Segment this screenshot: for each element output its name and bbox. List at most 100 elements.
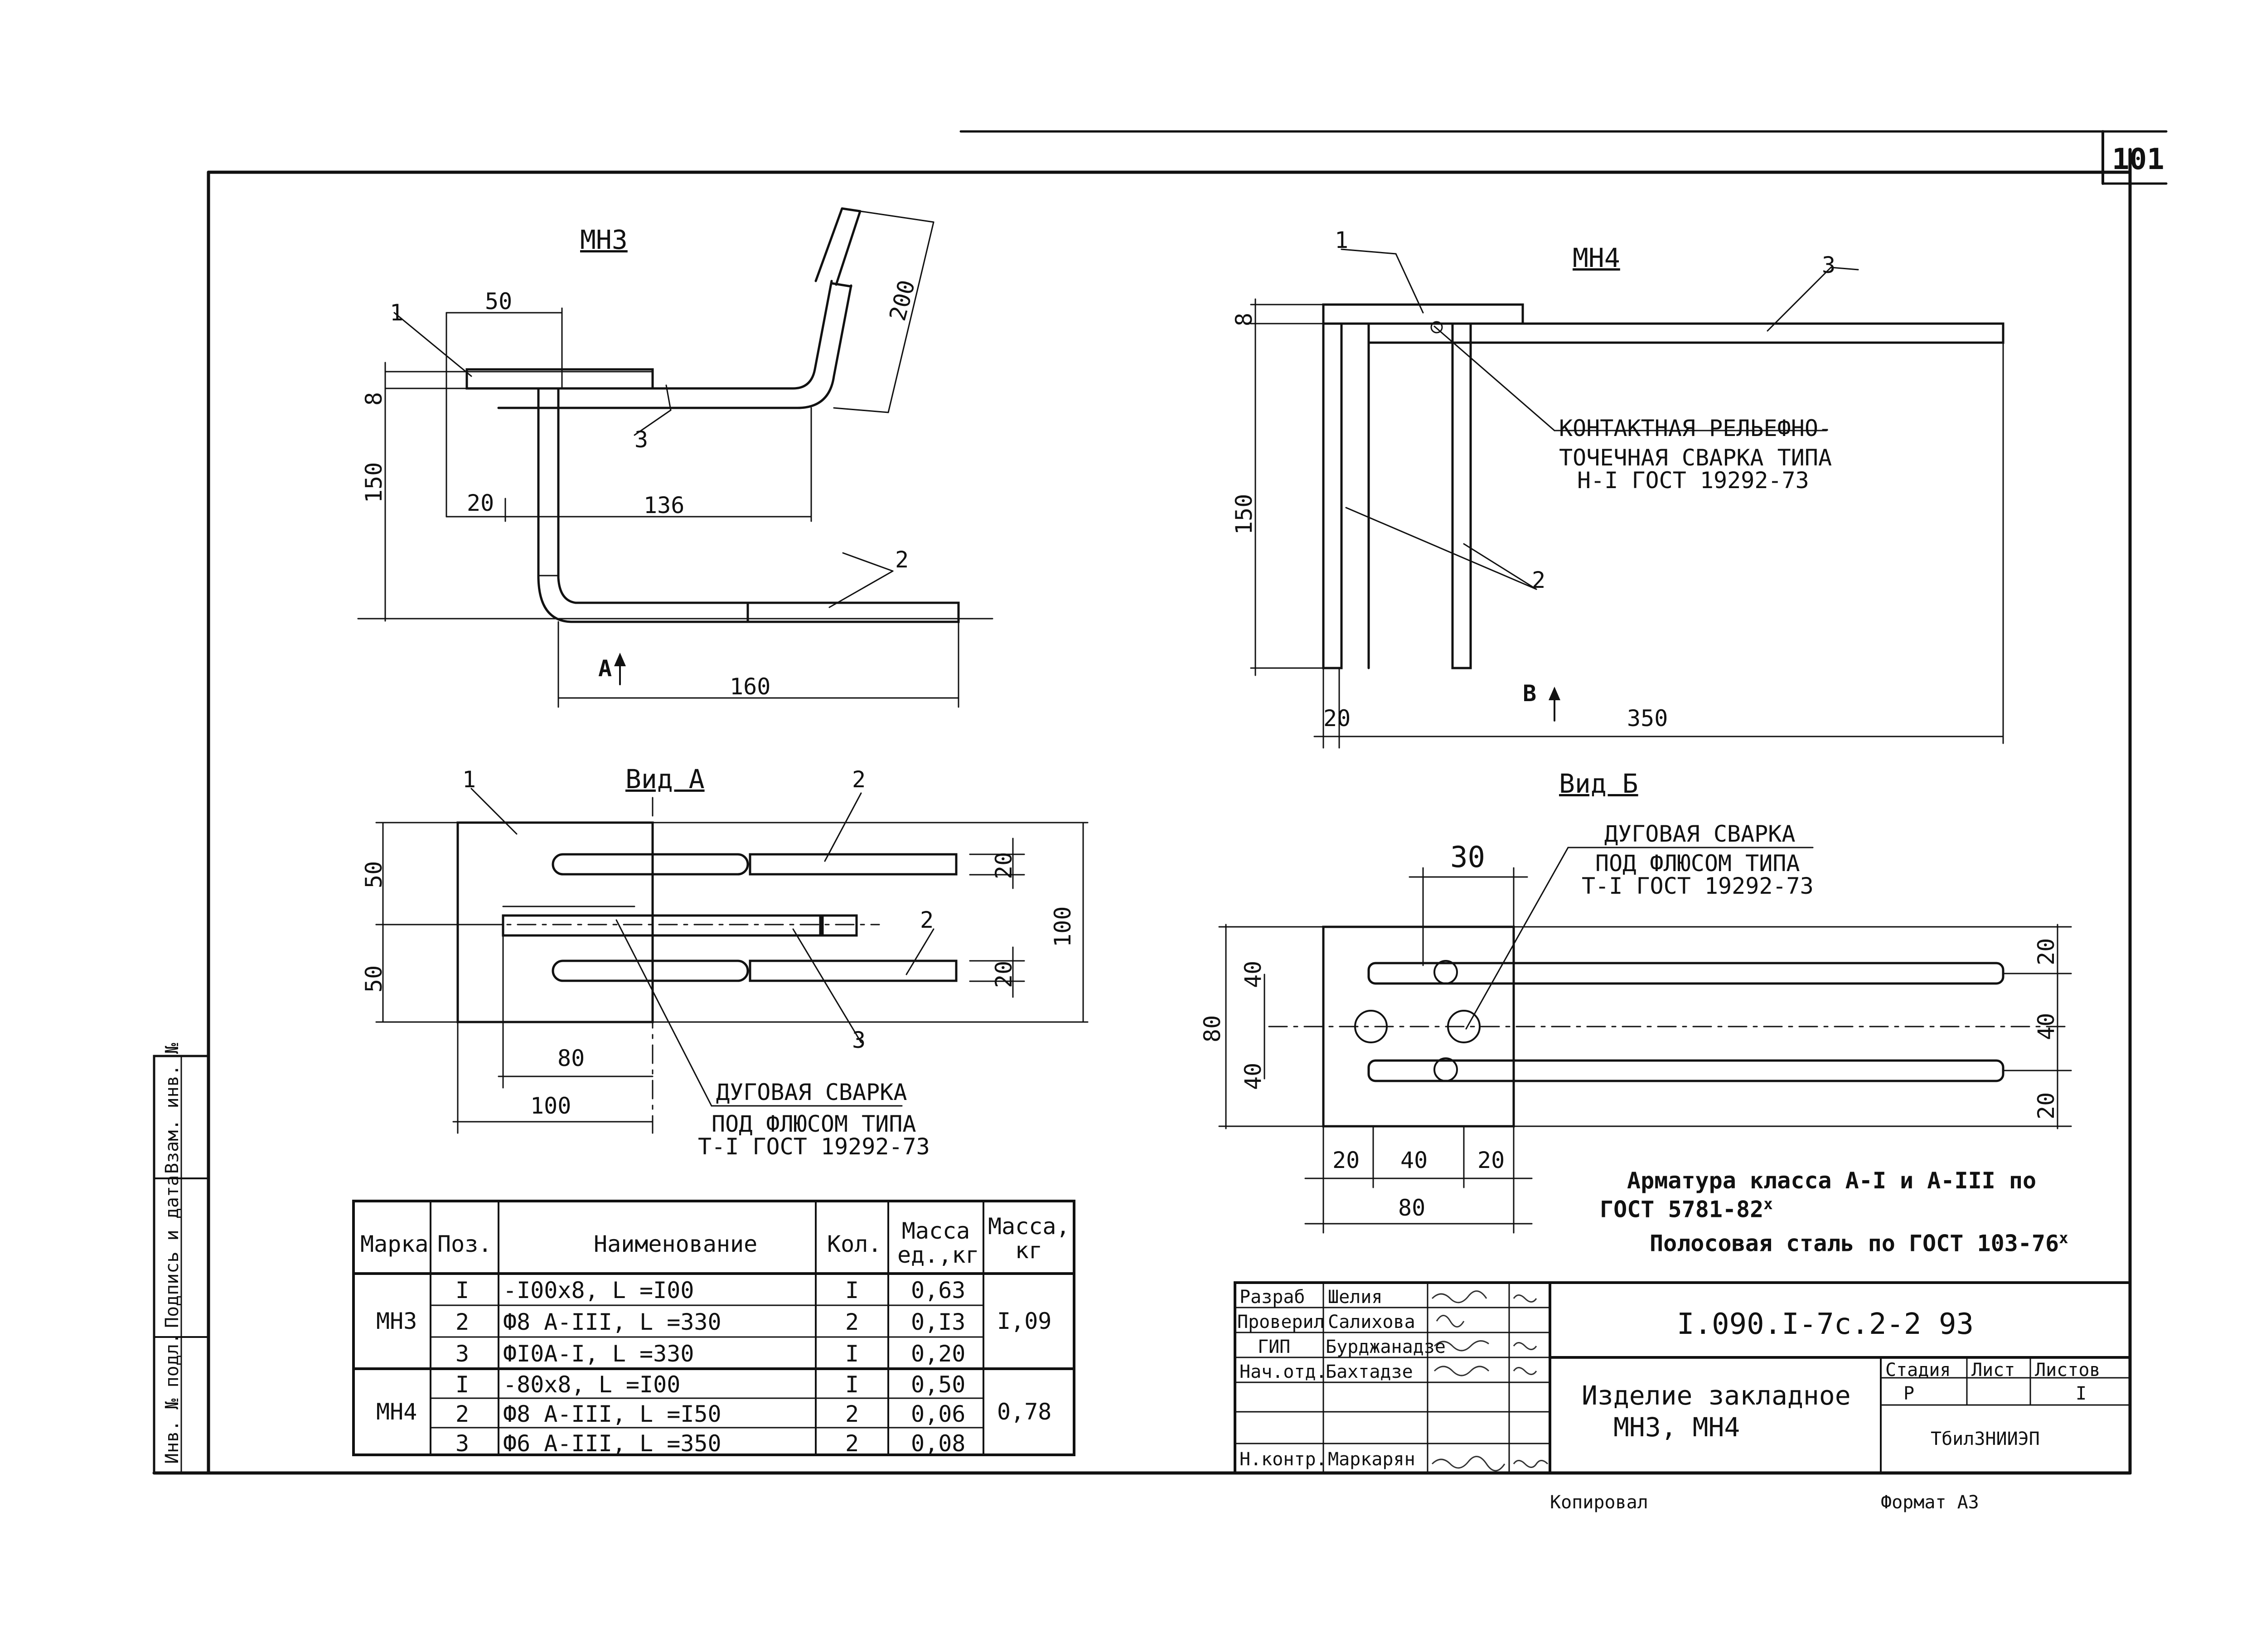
vid-b-dim-40-lower: 40	[1240, 1062, 1266, 1090]
side-stamp-replaced: Взам. инв. №	[162, 1043, 183, 1174]
mn4-weld-note-3: Н-I ГОСТ 19292-73	[1577, 467, 1809, 494]
mn4-dim-350: 350	[1627, 705, 1668, 732]
spec-row-pos: 3	[455, 1341, 470, 1367]
document-title-line-2: МН3, МН4	[1613, 1412, 1740, 1443]
spec-row-name: -80х8, L =I00	[503, 1371, 681, 1398]
copied-label: Копировал	[1550, 1492, 1648, 1513]
spec-row-pos: I	[455, 1277, 470, 1303]
spec-row-qty: 2	[845, 1309, 859, 1335]
spec-row-name: Ф8 А-III, L =I50	[503, 1401, 721, 1427]
vid-a-dim-50-lower: 50	[361, 965, 387, 993]
role-name: Маркарян	[1328, 1449, 1415, 1470]
spec-header-mass-unit: Масса ед.,кг	[897, 1218, 979, 1268]
mn3-dim-8: 8	[361, 392, 387, 406]
spec-table-lines	[352, 1200, 1075, 1456]
spec-row-unit: 0,I3	[911, 1309, 966, 1335]
sheets-value: I	[2076, 1383, 2087, 1404]
spec-header-name: Наименование	[594, 1231, 758, 1257]
note-line-1: Арматура класса А-I и А-III по	[1627, 1168, 2037, 1194]
vid-b-dim-30: 30	[1450, 841, 1486, 874]
mn4-pos-1: 1	[1335, 227, 1349, 253]
vid-a-dim-100-v: 100	[1050, 906, 1076, 947]
vid-a-dim-50-upper: 50	[361, 861, 387, 888]
mn4-weld-note-1: КОНТАКТНАЯ РЕЛЬЕФНО-	[1559, 415, 1832, 441]
mn3-view-arrow-label: А	[598, 655, 612, 682]
spec-header-mark: Марка	[360, 1231, 429, 1257]
document-title-line-1: Изделие закладное	[1582, 1380, 1851, 1411]
vid-b-dim-40-c: 40	[1400, 1147, 1428, 1173]
vid-a-weld-note-3: Т-I ГОСТ 19292-73	[698, 1134, 930, 1160]
vid-b-dim-20-right-lower: 20	[2033, 1092, 2059, 1119]
vid-a-pos-1: 1	[462, 766, 476, 793]
vid-b-dim-20-right-upper: 20	[2033, 938, 2059, 965]
spec-row-pos: I	[455, 1371, 470, 1398]
vid-a-weld-note-1: ДУГОВАЯ СВАРКА	[716, 1079, 907, 1105]
format-label: Формат А3	[1881, 1492, 1979, 1513]
spec-row-qty: I	[845, 1341, 859, 1367]
mn4-dim-20: 20	[1323, 705, 1351, 732]
note-line-2: ГОСТ 5781-82х	[1600, 1195, 1773, 1223]
spec-row-qty: 2	[845, 1430, 859, 1457]
mn3-title: МН3	[580, 224, 628, 255]
side-stamp-inv: Инв. № подл.	[162, 1333, 183, 1464]
role-label: Нач.отд.	[1240, 1361, 1327, 1382]
spec-row-unit: 0,20	[911, 1341, 966, 1367]
spec-mass-mn3: I,09	[997, 1308, 1052, 1334]
mn3-geometry	[357, 207, 993, 708]
vid-b-weld-note-3: Т-I ГОСТ 19292-73	[1582, 873, 1814, 899]
spec-row-name: Ф6 А-III, L =350	[503, 1430, 721, 1457]
vid-b-dim-80-h: 80	[1398, 1195, 1426, 1221]
mn3-pos-2: 2	[895, 547, 909, 573]
role-label: ГИП	[1258, 1337, 1291, 1357]
mn4-weld-note-2: ТОЧЕЧНАЯ СВАРКА ТИПА	[1559, 445, 1832, 471]
mn4-pos-3: 3	[1822, 252, 1836, 278]
spec-header-qty: Кол.	[827, 1231, 882, 1257]
vid-a-dim-20-lower: 20	[991, 960, 1017, 988]
mn4-view-arrow-label: В	[1523, 680, 1537, 707]
spec-mark-mn3: МН3	[376, 1308, 417, 1334]
spec-row-unit: 0,63	[911, 1277, 966, 1303]
mn4-geometry	[1250, 248, 2005, 749]
spec-row-name: -I00х8, L =I00	[503, 1277, 694, 1303]
vid-b-title: Вид Б	[1559, 768, 1638, 799]
mn3-dim-136: 136	[644, 492, 685, 518]
sheet-number: 101	[2112, 143, 2164, 176]
mn3-pos-1: 1	[390, 300, 404, 326]
vid-a-pos-3: 3	[852, 1027, 866, 1053]
vid-b-dim-40-right: 40	[2033, 1013, 2059, 1040]
role-label: Проверил	[1237, 1312, 1325, 1332]
spec-row-qty: 2	[845, 1401, 859, 1427]
spec-row-unit: 0,50	[911, 1371, 966, 1398]
stage-value: Р	[1903, 1383, 1915, 1404]
spec-row-unit: 0,08	[911, 1430, 966, 1457]
spec-row-pos: 3	[455, 1430, 470, 1457]
title-block-lines	[1234, 1281, 2131, 1474]
signatures	[1431, 1290, 1549, 1472]
sheet-header: Лист	[1971, 1360, 2015, 1381]
vid-a-dim-80: 80	[557, 1045, 585, 1071]
vid-a-dim-20-upper: 20	[991, 852, 1017, 879]
role-label: Разраб	[1240, 1287, 1305, 1308]
mn4-dim-8: 8	[1231, 312, 1257, 326]
vid-b-geometry	[1218, 847, 2072, 1234]
note-line-3: Полосовая сталь по ГОСТ 103-76х	[1650, 1229, 2068, 1257]
spec-row-unit: 0,06	[911, 1401, 966, 1427]
vid-b-weld-note-2: ПОД ФЛЮСОМ ТИПА	[1595, 850, 1800, 877]
role-name: Бурджанадзе	[1326, 1337, 1446, 1357]
mn4-pos-2: 2	[1532, 567, 1546, 593]
vid-a-title: Вид А	[625, 764, 705, 795]
vid-b-dim-40-upper: 40	[1240, 960, 1266, 988]
spec-header-pos: Поз.	[437, 1231, 492, 1257]
mn4-title: МН4	[1573, 242, 1620, 273]
vid-a-dim-100-h: 100	[530, 1093, 571, 1119]
mn3-pos-3: 3	[634, 426, 649, 453]
mn4-dim-150: 150	[1231, 494, 1257, 535]
side-stamp-sign: Подпись и дата	[162, 1175, 183, 1328]
stage-header: Стадия	[1885, 1360, 1951, 1381]
mn3-dim-160: 160	[730, 673, 771, 700]
vid-a-pos-2-lower: 2	[920, 907, 934, 933]
role-name: Шелия	[1328, 1287, 1383, 1308]
vid-b-dim-20-b: 20	[1477, 1147, 1505, 1173]
